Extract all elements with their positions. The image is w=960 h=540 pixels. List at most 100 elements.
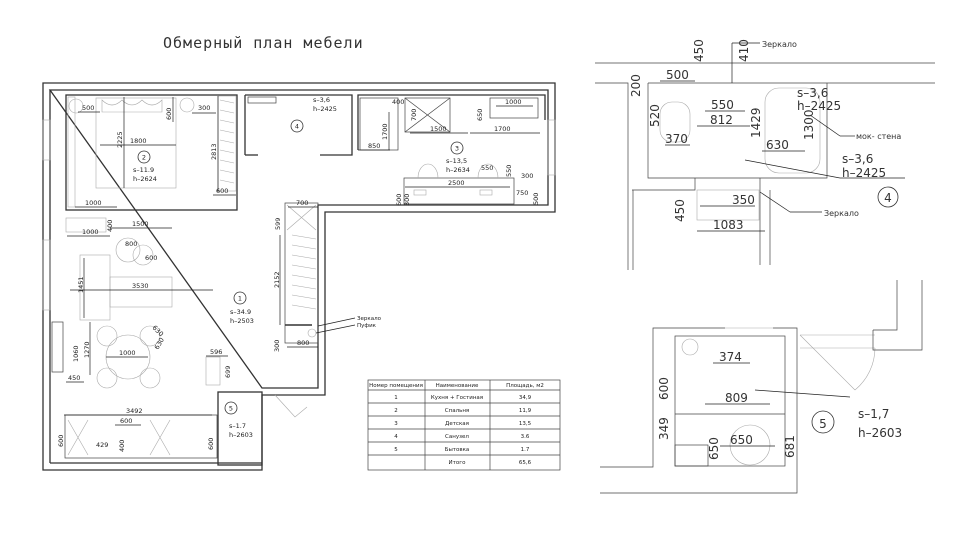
table-cell: 1.7	[521, 447, 530, 453]
room-number-5: 5	[819, 417, 827, 431]
dimension-label: 450	[673, 199, 687, 222]
mirror-note: Зеркало	[357, 316, 382, 322]
dimension-label: 374	[719, 350, 742, 364]
dimension-label: 630	[153, 336, 166, 351]
table-cell: Итого	[449, 460, 467, 466]
dimension-label: 3492	[126, 407, 143, 415]
dimension-label: 450	[68, 374, 80, 382]
dimension-label: 812	[710, 113, 733, 127]
table-header: Наименование	[436, 383, 479, 389]
dimension-label: 1000	[85, 199, 102, 207]
dimension-label: 550	[711, 98, 734, 112]
dimension-label: 1500	[430, 125, 447, 133]
table-cell: 4	[394, 434, 398, 440]
dimension-label: 300	[521, 172, 533, 180]
dimension-label: 400	[118, 440, 126, 452]
room-marker-2: 2 s–11.9 h–2624	[133, 150, 157, 183]
dimension-label: 1060	[72, 345, 80, 362]
table-cell: Детская	[445, 421, 469, 427]
dimension-label: 1800	[130, 137, 147, 145]
dimension-label: 630	[766, 138, 789, 152]
dimension-label: 1700	[494, 125, 511, 133]
dimension-label: 500	[82, 104, 94, 112]
dimension-label: s–1,7	[858, 407, 889, 421]
dimension-label: 700	[296, 199, 308, 207]
dimension-label: s–3,6	[842, 152, 873, 166]
dimension-label: 596	[210, 348, 222, 356]
dimension-label: 2500	[448, 179, 465, 187]
dimension-label: 300	[273, 340, 281, 352]
dimension-label: s–11.9	[133, 166, 154, 174]
dimension-label: 600	[657, 377, 671, 400]
dimension-label: 600	[57, 435, 65, 447]
dimension-label: h–2425	[842, 166, 886, 180]
table-cell: 3.6	[521, 434, 530, 440]
dimension-label: 450	[692, 39, 706, 62]
room-marker-1: 1 s–34.9 h–2503	[230, 291, 254, 325]
dimension-label: s–3,6	[313, 96, 330, 104]
mirror-note-bottom: Зеркало	[824, 209, 859, 218]
dimension-label: 1000	[82, 228, 99, 236]
dimension-label: 349	[657, 417, 671, 440]
dimension-label: 400	[106, 220, 114, 232]
dimension-label: 681	[783, 435, 797, 458]
dimension-label: 500	[532, 193, 540, 205]
corridor-dimensions: 700 599 2152 300 800 Зеркало Пуфик	[273, 199, 382, 352]
table-cell: 5	[394, 447, 398, 453]
dimension-label: 5	[229, 405, 233, 413]
table-header: Площадь, м2	[506, 383, 544, 389]
dimension-label: 550	[505, 165, 513, 177]
dimension-label: 3530	[132, 282, 149, 290]
dimension-label: 850	[368, 142, 380, 150]
dimension-label: 3	[455, 145, 459, 153]
dimension-label: 750	[516, 189, 528, 197]
dimension-label: 650	[476, 109, 484, 121]
mirror-note-top: Зеркало	[762, 40, 797, 49]
dimension-label: 550	[481, 164, 493, 172]
dimension-label: 700	[410, 109, 418, 121]
table-cell: 2	[394, 408, 398, 414]
dimension-label: 599	[274, 218, 282, 230]
drawing-title: Обмерный план мебели	[163, 34, 364, 52]
dimension-label: 300	[198, 104, 210, 112]
dimension-label: 800	[125, 240, 137, 248]
room-number-4: 4	[884, 191, 892, 205]
dimension-label: 2225	[116, 131, 124, 148]
dimension-label: h–2624	[133, 175, 157, 183]
table-cell: 1	[394, 395, 398, 401]
dimension-label: 400	[392, 98, 404, 106]
dimension-label: 500	[666, 68, 689, 82]
dimension-label: 1000	[119, 349, 136, 357]
dimension-label: 350	[732, 193, 755, 207]
dimension-label: 600	[165, 108, 173, 120]
dimension-label: 1429	[749, 107, 763, 138]
table-header: Номер помещения	[369, 383, 423, 389]
dimension-label: 1083	[713, 218, 744, 232]
dimension-label: 600	[395, 194, 403, 206]
table-cell: 3	[394, 421, 398, 427]
room-marker-5: 5 s–1.7 h–2603	[224, 401, 253, 439]
dimension-label: 2	[142, 154, 146, 162]
dimension-label: 699	[224, 366, 232, 378]
dimension-label: 630	[151, 324, 165, 338]
dimension-label: h–2503	[230, 317, 254, 325]
wall-note: мок- стена	[856, 132, 901, 141]
table-cell: 34,9	[519, 395, 532, 401]
dimension-label: 1700	[381, 123, 389, 140]
dimension-label: 1270	[83, 341, 91, 358]
table-cell: Санузел	[445, 434, 469, 440]
dimension-label: 300	[403, 194, 411, 206]
bedroom-dimensions: 500 300 600 2225 1800 2813 600 1000	[75, 96, 236, 208]
dimension-label: 1500	[132, 220, 149, 228]
dimension-label: 650	[730, 433, 753, 447]
dimension-label: 809	[725, 391, 748, 405]
dimension-label: 600	[145, 254, 157, 262]
dimension-label: h–2634	[446, 166, 470, 174]
dimension-label: 429	[96, 441, 108, 449]
room-marker-3: 3 s–13,5 h–2634	[446, 141, 470, 174]
table-cell: 11,9	[519, 408, 532, 414]
dimension-label: 1000	[505, 98, 522, 106]
table-cell: Кухня + Гостиная	[431, 395, 483, 401]
children-room-dimensions: 400 700 650 1000 1500 1700 1700 850 550 …	[358, 98, 540, 206]
